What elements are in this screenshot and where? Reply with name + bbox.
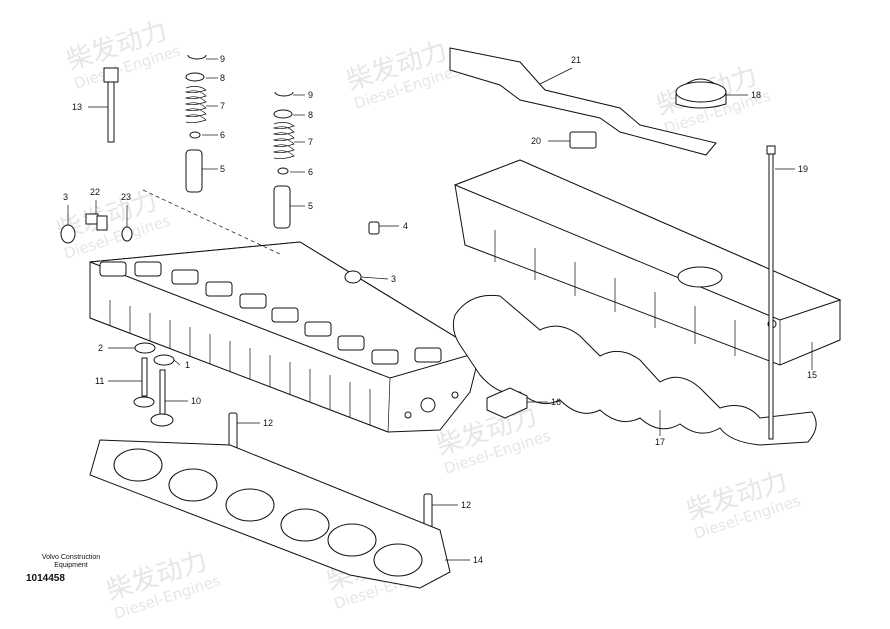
callout-7-left: 7	[220, 101, 225, 111]
callout-3-right: 3	[391, 274, 396, 284]
callout-13: 13	[72, 102, 82, 112]
callout-5-left: 5	[220, 164, 225, 174]
watermark-2: 柴发动力 Diesel-Engines	[343, 36, 463, 113]
callout-22: 22	[90, 187, 100, 197]
callout-8-left: 8	[220, 73, 225, 83]
cover-bolt	[766, 145, 776, 440]
callout-23: 23	[121, 192, 131, 202]
callout-12-lower: 12	[461, 500, 471, 510]
callout-14: 14	[473, 555, 483, 565]
callout-5-right: 5	[308, 201, 313, 211]
intake-valve-10	[150, 369, 174, 427]
callout-15: 15	[807, 370, 817, 380]
callout-12-upper: 12	[263, 418, 273, 428]
callout-21: 21	[571, 55, 581, 65]
callout-19: 19	[798, 164, 808, 174]
callout-16: 16	[551, 397, 561, 407]
watermark-3: 柴发动力 Diesel-Engines	[53, 186, 173, 263]
oil-filler-cap	[675, 78, 727, 109]
callouts: 13 9 8 7 6 5 9 8 7 6 5 3 22 23 4 3 2 1 1…	[63, 54, 817, 565]
callout-6-right: 6	[308, 167, 313, 177]
head-bolt	[103, 67, 119, 143]
exhaust-valve-11	[133, 357, 155, 408]
callout-20: 20	[531, 136, 541, 146]
plug-4	[368, 221, 380, 235]
watermark-6: 柴发动力 Diesel-Engines	[103, 546, 223, 623]
bracket-clip	[569, 131, 597, 149]
sensor-22	[85, 213, 108, 231]
callout-11: 11	[95, 376, 104, 386]
valve-train-left	[184, 54, 207, 193]
valve-cover	[453, 159, 842, 366]
seal-washer-23	[121, 226, 133, 242]
callout-7-right: 7	[308, 137, 313, 147]
watermark-1: 柴发动力 Diesel-Engines	[63, 16, 183, 93]
callout-4: 4	[403, 221, 408, 231]
cylinder-head-ribs	[109, 300, 371, 425]
leader-lines	[67, 58, 813, 561]
manufacturer-label: Volvo Construction Equipment	[41, 554, 101, 569]
callout-10: 10	[191, 396, 201, 406]
callout-3-left: 3	[63, 192, 68, 202]
filler-neck	[677, 266, 723, 288]
callout-1: 1	[185, 360, 190, 370]
head-gasket	[89, 439, 451, 589]
rubber-mount	[486, 387, 528, 419]
valve-seat-1	[153, 354, 175, 366]
assembly-indicator-line	[142, 189, 283, 256]
rocker-bridges	[99, 261, 442, 365]
valve-seat-2	[134, 342, 156, 354]
drawing-caption: Volvo Construction Equipment 1014458	[26, 554, 116, 584]
callout-18: 18	[751, 90, 761, 100]
callout-8-right: 8	[308, 110, 313, 120]
valve-train-right	[272, 91, 295, 229]
callout-6-left: 6	[220, 130, 225, 140]
wiring-bracket	[449, 47, 717, 156]
callout-17: 17	[655, 437, 665, 447]
cover-gasket	[452, 294, 817, 446]
cylinder-head	[89, 241, 482, 433]
plug-right	[344, 270, 362, 284]
drawing-number: 1014458	[26, 573, 65, 584]
plug-left	[60, 224, 76, 244]
callout-2: 2	[98, 343, 103, 353]
watermark-7: 柴发动力 Diesel-Engines	[683, 466, 803, 543]
callout-9-left: 9	[220, 54, 225, 64]
callout-9-right: 9	[308, 90, 313, 100]
